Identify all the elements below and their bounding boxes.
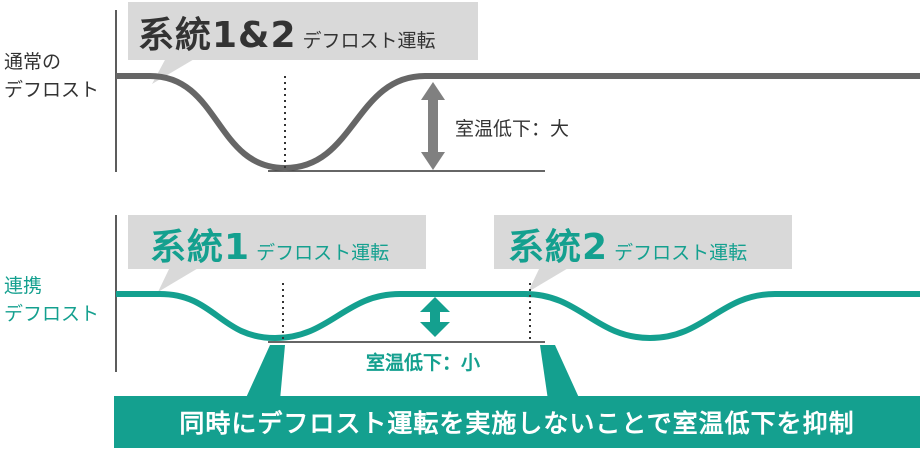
banner-text: 同時にデフロスト運転を実施しないことで室温低下を抑制 <box>179 409 855 438</box>
banner-pointer-right <box>540 345 580 400</box>
top-callout-system: 系統1&2 <box>138 15 297 56</box>
bottom-row-label-line2: デフロスト <box>4 303 100 325</box>
bottom-row-label: 連携 デフロスト <box>4 272 99 328</box>
bottom-temperature-curve <box>116 291 920 342</box>
bottom-temp-drop-label: 室温低下：小 <box>366 352 481 374</box>
bottom-callout1-pointer <box>158 267 200 292</box>
bottom-callout2-pointer <box>528 267 570 292</box>
bottom-callout1-text: 系統1 デフロスト運転 <box>150 218 389 270</box>
top-callout-box <box>128 2 478 60</box>
top-row-label: 通常の デフロスト <box>4 48 99 104</box>
bottom-callout1-box <box>128 215 426 269</box>
top-row-label-line2: デフロスト <box>4 79 100 101</box>
banner-pointer-left <box>245 345 285 400</box>
bottom-callout2-operation: デフロスト運転 <box>614 242 748 264</box>
bottom-drop-arrow <box>420 297 450 337</box>
bottom-callout1-system: 系統1 <box>150 227 251 268</box>
top-row-label-line1: 通常の <box>4 51 62 73</box>
top-callout-text: 系統1&2 デフロスト運転 <box>138 6 436 58</box>
bottom-callout2-box <box>494 215 792 269</box>
bottom-callout2-text: 系統2 デフロスト運転 <box>508 218 747 270</box>
bottom-callout2-system: 系統2 <box>508 227 609 268</box>
bottom-callout1-operation: デフロスト運転 <box>256 242 390 264</box>
bottom-row-label-line1: 連携 <box>4 275 43 297</box>
top-drop-arrow <box>421 82 445 170</box>
top-temp-drop-label: 室温低下：大 <box>455 118 570 140</box>
top-callout-operation: デフロスト運転 <box>302 30 436 52</box>
banner-box <box>114 396 920 448</box>
